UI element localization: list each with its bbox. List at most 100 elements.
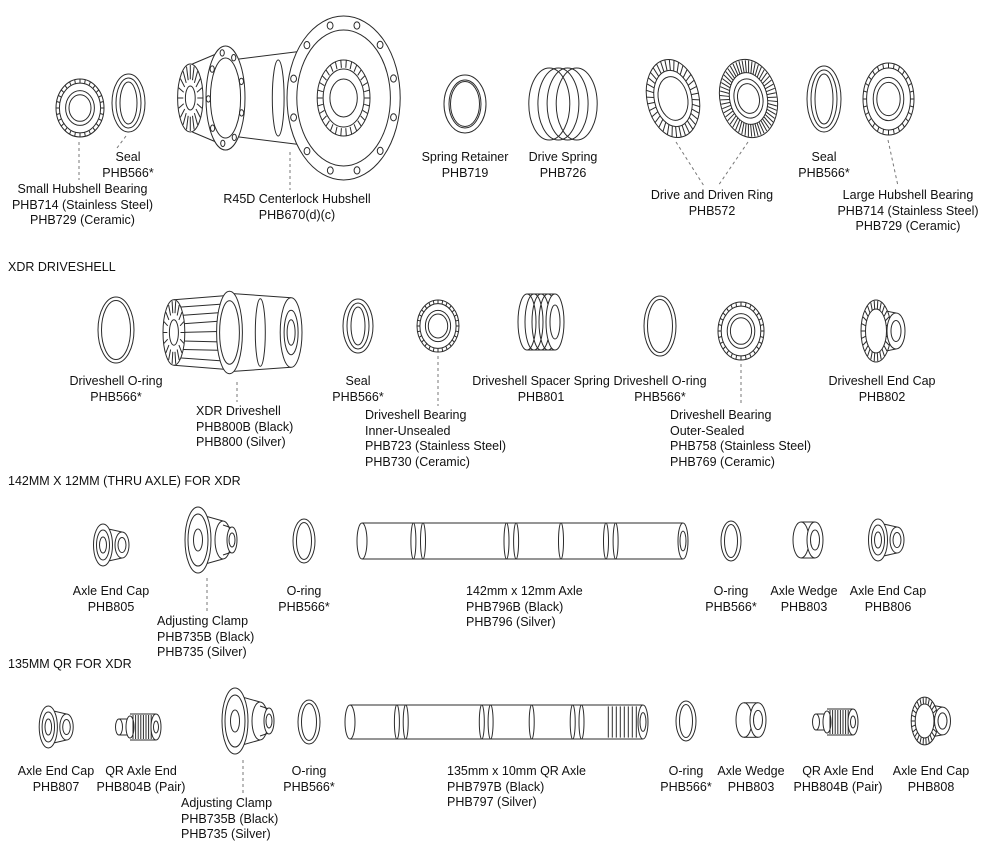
large-hubshell-bearing-drawing [861,61,916,137]
driveshell-bearing-outer-drawing [716,300,766,362]
qr-axle-label-line: 135mm x 10mm QR Axle [447,764,586,778]
large-hubshell-bearing-label-line: Large Hubshell Bearing [842,188,974,202]
large-hubshell-bearing-label-line: PHB729 (Ceramic) [855,219,961,234]
thru-oring-right-drawing [719,519,743,563]
leader-line [116,135,127,149]
driveshell-bearing-outer-label-line: Outer-Sealed [670,423,745,438]
qr-axle-end-cap-left-label-line: PHB807 [32,779,80,794]
qr-axle-end-cap-right-label-line: Axle End Cap [892,764,970,778]
driveshell-bearing-inner-label-line: Driveshell Bearing [365,408,467,422]
driveshell-bearing-outer-label-line: Driveshell Bearing [670,408,772,422]
qr-oring-right-label-line: O-ring [668,764,704,778]
thru-axle-wedge-label-line: PHB803 [780,599,828,614]
qr-axle-end-cap-right-label-line: PHB808 [907,779,955,794]
driveshell-end-cap-label-line: Driveshell End Cap [828,374,936,388]
qr-axle-end-cap-left-drawing [34,702,78,752]
section-title-qr-135: 135MM QR FOR XDR [8,657,132,671]
qr-axle-drawing [340,700,652,744]
thru-axle-end-cap-left-label-line: Axle End Cap [72,584,150,598]
leader-line [717,141,749,187]
hubshell-seal-right-label-line: Seal [811,150,837,164]
drive-spring-drawing [525,66,601,142]
thru-axle-end-cap-left-drawing [88,520,134,570]
hubshell-seal-right-drawing [805,64,843,134]
qr-axle-wedge-label-line: Axle Wedge [717,764,785,778]
thru-oring-right-label-line: PHB566* [705,599,757,614]
drive-spring-label-line: Drive Spring [528,150,598,164]
xdr-driveshell-body-label-line: XDR Driveshell [196,404,281,418]
small-hubshell-bearing-label-line: PHB729 (Ceramic) [30,213,135,228]
small-hubshell-bearing-label-line: PHB714 (Stainless Steel) [11,197,154,212]
driveshell-oring-1-drawing [96,295,136,365]
thru-oring-left-label-line: O-ring [286,584,322,598]
thru-oring-right-label-line: O-ring [713,584,749,598]
xdr-driveshell-body-drawing [158,285,312,380]
qr-oring-left-label-line: PHB566* [283,779,335,794]
large-hubshell-bearing-label-line: PHB714 (Stainless Steel) [837,203,979,218]
qr-adjusting-clamp-drawing [215,684,277,758]
thru-adjusting-clamp-label-line: PHB735B (Black) [157,629,255,644]
thru-axle-label-line: PHB796B (Black) [466,599,564,614]
thru-axle-label-line: PHB796 (Silver) [466,615,556,630]
qr-axle-end-left-label-line: PHB804B (Pair) [96,779,186,794]
hubshell-seal-left-drawing [110,72,147,134]
section-title-thru-axle-142: 142MM X 12MM (THRU AXLE) FOR XDR [8,474,241,488]
spring-retainer-drawing [442,73,488,135]
driveshell-bearing-inner-drawing [415,298,461,354]
drive-spring-label-line: PHB726 [539,165,587,180]
thru-adjusting-clamp-label-line: PHB735 (Silver) [157,645,247,660]
driveshell-oring-2-label-line: PHB566* [634,389,686,404]
driveshell-spacer-spring-drawing [509,289,573,355]
qr-oring-left-drawing [296,698,322,746]
hubshell-seal-left-label-line: PHB566* [102,165,154,180]
driveshell-bearing-inner-label-line: PHB730 (Ceramic) [365,454,470,469]
qr-adjusting-clamp-label-line: Adjusting Clamp [181,796,273,810]
qr-axle-wedge-drawing [730,697,772,743]
driveshell-bearing-outer-label-line: PHB758 (Stainless Steel) [670,439,812,454]
leader-line [675,141,705,187]
qr-axle-label-line: PHB797B (Black) [447,779,545,794]
thru-adjusting-clamp-drawing [178,503,240,577]
thru-axle-wedge-drawing [787,516,829,564]
driveshell-end-cap-drawing [854,296,910,366]
qr-axle-end-cap-left-label-line: Axle End Cap [17,764,95,778]
qr-axle-label-line: PHB797 (Silver) [447,795,537,810]
driveshell-bearing-inner-label-line: PHB723 (Stainless Steel) [365,439,507,454]
xdr-driveshell-body-label-line: PHB800B (Black) [196,419,294,434]
thru-axle-wedge-label-line: Axle Wedge [770,584,838,598]
qr-axle-end-right-label-line: QR Axle End [802,764,874,778]
thru-axle-end-cap-left-label-line: PHB805 [87,599,135,614]
thru-oring-left-label-line: PHB566* [278,599,330,614]
qr-adjusting-clamp-label-line: PHB735B (Black) [181,811,279,826]
r45d-centerlock-hubshell-drawing [163,8,407,188]
qr-axle-end-left-label-line: QR Axle End [105,764,177,778]
drive-ring-drawing [644,56,702,141]
thru-adjusting-clamp-label-line: Adjusting Clamp [157,614,249,628]
spring-retainer-label-line: Spring Retainer [421,150,509,164]
thru-axle-label-line: 142mm x 12mm Axle [466,584,583,598]
thru-axle-end-cap-right-label-line: PHB806 [864,599,912,614]
thru-axle-end-cap-right-drawing [863,515,909,565]
r45d-centerlock-hubshell-label-line: R45D Centerlock Hubshell [223,192,371,206]
thru-axle-drawing [352,518,692,564]
